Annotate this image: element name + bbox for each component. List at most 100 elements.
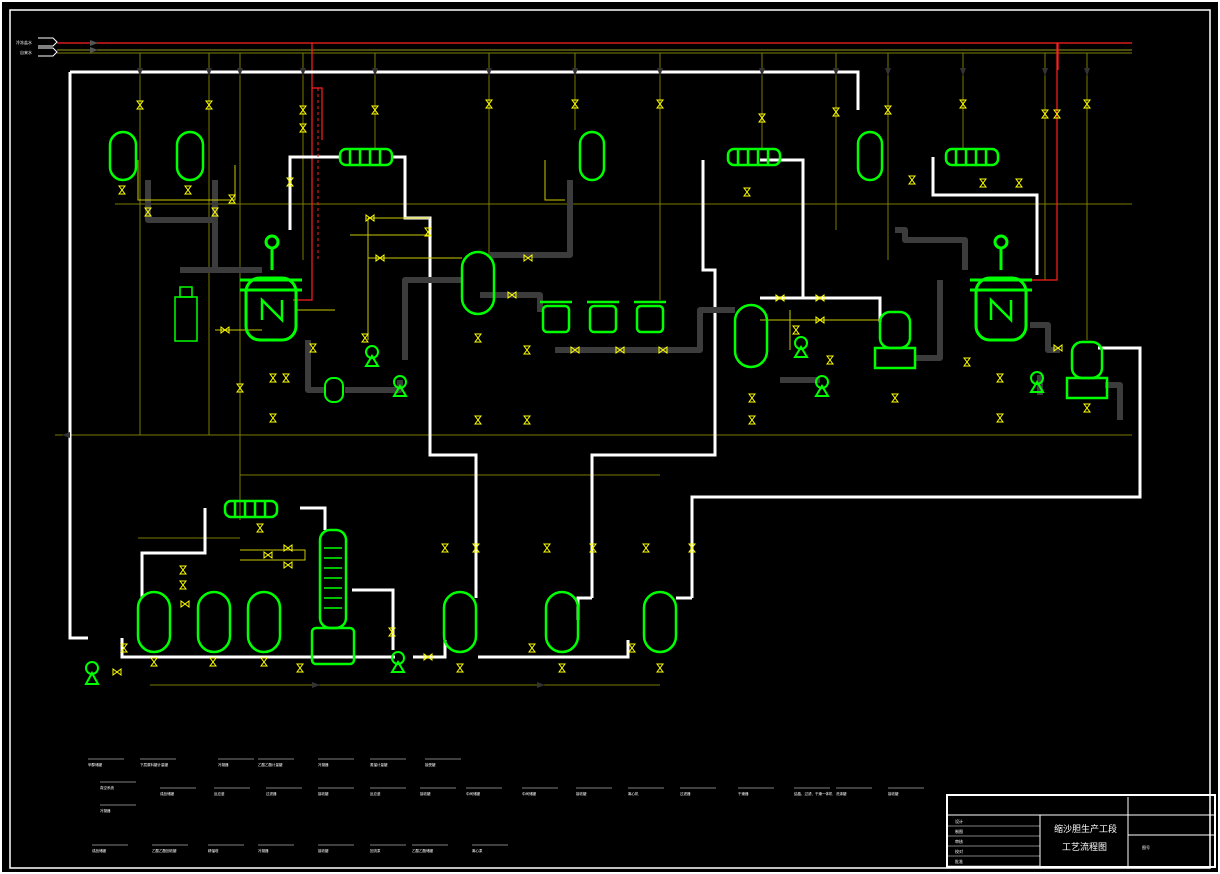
legend-label: 乙酸乙酯计量罐 [258,762,283,767]
pump-5 [1029,371,1045,393]
valve-icon [656,99,664,109]
valve-icon [748,415,756,425]
valve-icon [826,355,834,365]
drawing-subtitle: 工艺流程图 [1062,841,1107,853]
valve-icon [309,343,317,353]
valve-icon [424,227,432,237]
valve-icon [179,580,187,590]
valve-icon [474,415,482,425]
valve-icon [748,393,756,403]
legend-label: 干燥器 [738,791,749,796]
valve-icon [456,663,464,673]
valve-icon [523,345,531,355]
valve-icon [423,653,433,661]
valve-icon [528,643,536,653]
valve-icon [959,99,967,109]
main-pipes [68,70,1142,659]
valve-icon [963,357,971,367]
legend-label: 中间储罐 [466,791,480,796]
inner-frame [9,9,1211,869]
flow-arrows [62,68,1090,688]
valve-icon [884,105,892,115]
valve-icon [656,663,664,673]
reactor-2 [970,234,1032,342]
valve-icon [485,99,493,109]
condenser-3 [944,147,1000,167]
filter-2 [587,300,619,334]
legend-label: 真空系统 [100,785,114,790]
pump-6 [84,661,100,685]
valve-icon [658,346,668,354]
valve-icon [642,543,650,553]
valve-icon [815,316,825,324]
legend-label: 冷凝器 [318,762,329,767]
valve-icon [1041,109,1049,119]
legend-label: 接收罐 [318,791,329,796]
valve-icon [908,175,916,185]
valve-icon [144,207,152,217]
legend-label: 成品储罐 [160,791,174,796]
valve-icon [118,185,126,195]
valve-icon [1053,344,1063,352]
legend-label: 精馏塔 [208,848,219,853]
reactor-1 [240,234,302,342]
legend-label: 蒸馏计量罐 [370,762,388,767]
valve-icon [263,551,273,559]
valve-icon [543,543,551,553]
valve-icon [371,105,379,115]
legend-label: 冷凝器 [218,762,229,767]
valve-icon [891,393,899,403]
title-block-row: 制图 [955,828,963,834]
tank-bottom-3 [246,590,282,654]
legend-label: 接收罐 [576,791,587,796]
valve-icon [474,333,482,343]
valve-icon [388,627,396,637]
valve-icon [743,187,751,197]
valve-icon [775,294,785,302]
valve-icon [209,657,217,667]
title-block-row: 审核 [955,838,963,844]
legend-label: 下层原料罐计量罐 [140,762,168,767]
legend-label: 成品储罐 [92,848,106,853]
valve-icon [365,214,375,222]
valve-icon [523,254,533,262]
valve-icon [979,178,987,188]
valve-icon [179,565,187,575]
valve-icon [1083,99,1091,109]
valve-icon [236,383,244,393]
valve-icon [996,373,1004,383]
valve-icon [996,413,1004,423]
receiver-mid [460,250,496,316]
pump-3 [793,336,809,358]
valve-icon [282,373,290,383]
valve-icon [205,100,213,110]
legend-label: 结晶、过滤、干燥一体机 [794,791,833,796]
legend-label: 接收罐 [318,848,329,853]
legend-label: 冷凝器 [100,808,111,813]
tank-bottom-2 [196,590,232,654]
valve-icon [832,107,840,117]
tank-bottom-4 [442,590,478,654]
valve-icon [688,543,696,553]
valve-icon [361,333,369,343]
legend-label: 过滤器 [266,791,277,796]
valve-icon [792,325,800,335]
tank-top-right [856,130,884,182]
valve-icon [589,543,597,553]
title-block-row: 校对 [955,848,963,854]
legend-label: 中间储罐 [522,791,536,796]
dryer-2 [1065,340,1109,400]
tank-bottom-6 [642,590,678,654]
gas-cylinder [174,286,198,342]
valve-icon [299,123,307,133]
pump-4 [814,375,830,397]
legend-label: 接受罐 [425,762,436,767]
valve-group [112,99,1091,676]
distillation-column [310,528,356,666]
valve-icon [615,346,625,354]
tank-bottom-1 [136,590,172,654]
header-lines [57,40,1132,54]
tank-top-left-2 [175,130,205,182]
